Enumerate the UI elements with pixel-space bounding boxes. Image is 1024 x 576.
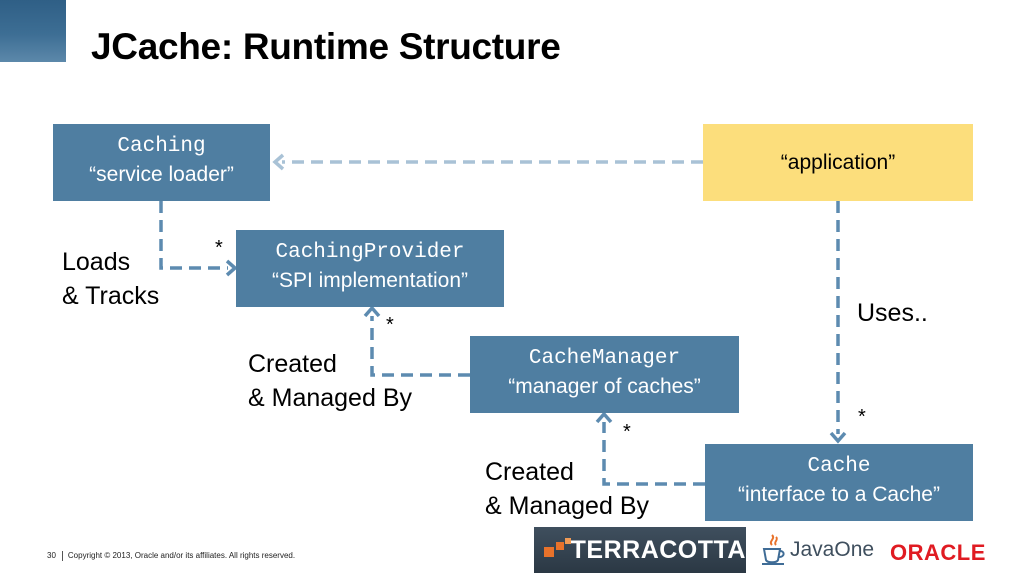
created1-line2: & Managed By bbox=[248, 384, 412, 412]
cache-manager-box: CacheManager “manager of caches” bbox=[470, 336, 739, 413]
javaone-logo: JavaOne bbox=[760, 530, 880, 570]
created1-line1: Created bbox=[248, 350, 337, 378]
arrow-cache-to-manager bbox=[602, 422, 705, 486]
arrowhead-cache bbox=[829, 431, 847, 444]
cache-manager-name: CacheManager bbox=[528, 347, 681, 370]
created2-line1: Created bbox=[485, 458, 574, 486]
arrowhead-caching bbox=[272, 153, 285, 171]
application-box: “application” bbox=[703, 124, 973, 201]
loads-tracks-label: Loads & Tracks bbox=[62, 245, 159, 313]
cache-name: Cache bbox=[807, 455, 871, 478]
java-cup-icon bbox=[762, 534, 785, 565]
page-number: 30 bbox=[47, 551, 56, 561]
application-desc: “application” bbox=[780, 150, 896, 174]
arrow-manager-to-provider bbox=[370, 316, 470, 377]
footer-separator bbox=[61, 551, 63, 561]
cache-box: Cache “interface to a Cache” bbox=[705, 444, 973, 521]
caching-provider-name: CachingProvider bbox=[275, 241, 465, 264]
loads-label-line2: & Tracks bbox=[62, 282, 160, 310]
arrow-caching-to-provider bbox=[159, 201, 228, 270]
terracotta-mark-icon bbox=[544, 538, 571, 562]
oracle-logo: ORACLE bbox=[890, 540, 986, 565]
arrowhead-provider-up bbox=[363, 305, 381, 318]
caching-box: Caching “service loader” bbox=[53, 124, 270, 201]
arrowhead-manager bbox=[595, 411, 613, 424]
slide-title: JCache: Runtime Structure bbox=[91, 26, 561, 67]
javaone-wordmark: JavaOne bbox=[790, 538, 875, 561]
created2-line2: & Managed By bbox=[485, 492, 649, 520]
caching-provider-box: CachingProvider “SPI implementation” bbox=[236, 230, 504, 307]
loads-label-line1: Loads bbox=[62, 248, 131, 276]
arrowhead-provider bbox=[225, 259, 238, 277]
caching-desc: “service loader” bbox=[89, 163, 234, 186]
cache-manager-desc: “manager of caches” bbox=[508, 375, 701, 398]
multiplicity-star-cache: * bbox=[858, 406, 866, 428]
slide-footer: 30 Copyright © 2013, Oracle and/or its af… bbox=[47, 551, 295, 561]
caching-name: Caching bbox=[117, 135, 206, 158]
created-managed-label-provider: Created & Managed By bbox=[248, 347, 412, 415]
terracotta-logo: TERRACOTTA bbox=[534, 527, 746, 573]
terracotta-wordmark: TERRACOTTA bbox=[570, 535, 746, 564]
multiplicity-star-cache-manager: * bbox=[623, 421, 631, 443]
copyright-text: Copyright © 2013, Oracle and/or its affi… bbox=[67, 551, 296, 561]
uses-label: Uses.. bbox=[857, 299, 928, 327]
corner-accent bbox=[0, 0, 66, 62]
caching-provider-desc: “SPI implementation” bbox=[271, 269, 469, 292]
multiplicity-star-manager: * bbox=[386, 314, 394, 336]
cache-desc: “interface to a Cache” bbox=[738, 483, 940, 506]
created-managed-label-manager: Created & Managed By bbox=[485, 455, 649, 523]
multiplicity-star-provider: * bbox=[215, 237, 223, 259]
